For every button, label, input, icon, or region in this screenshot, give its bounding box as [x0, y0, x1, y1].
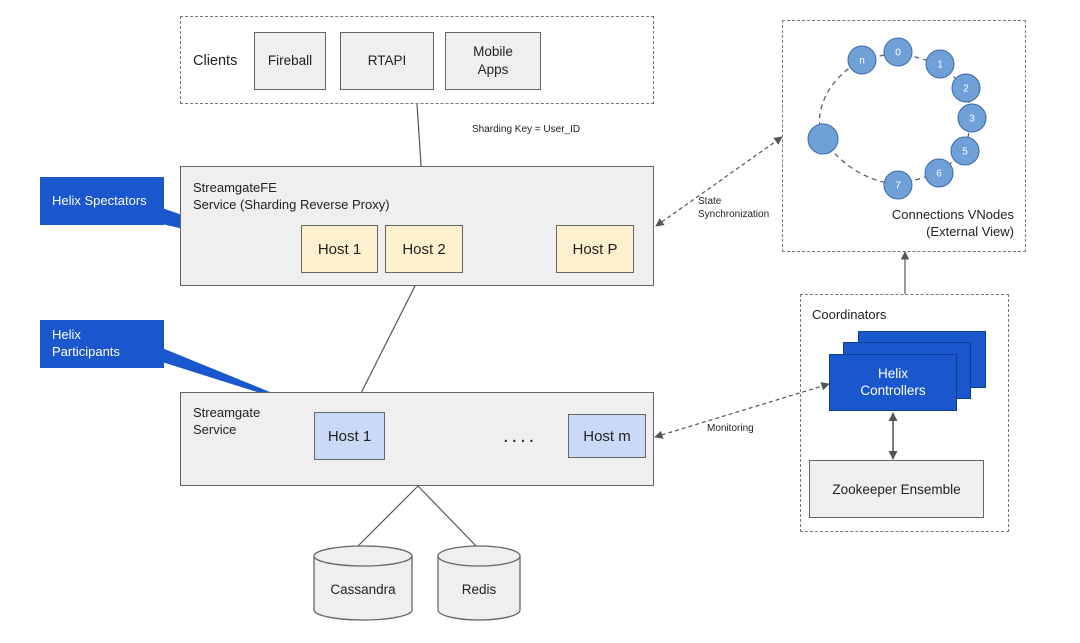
vnodes-group	[782, 20, 1026, 252]
cassandra-label: Cassandra	[330, 582, 396, 597]
vnode-circle	[950, 136, 980, 166]
vnode-label: 6	[936, 169, 942, 180]
vnode-circle	[807, 123, 839, 155]
vnode-label: 1	[937, 60, 943, 71]
zookeeper-ensemble: Zookeeper Ensemble	[809, 460, 984, 518]
vnodes-label-line2: (External View)	[926, 223, 1014, 239]
state-sync-line2: Synchronization	[698, 209, 770, 220]
client-fireball: Fireball	[254, 32, 326, 90]
participants-line1: Helix	[52, 327, 81, 343]
vnode-label: 7	[895, 181, 901, 192]
vnode-circle	[924, 158, 954, 188]
frontend-host-p: Host P	[556, 225, 634, 273]
helix-participants-callout: Helix Participants	[40, 320, 164, 368]
clients-label: Clients	[193, 53, 238, 69]
coordinators-group	[800, 294, 1009, 532]
vnode-circle	[957, 103, 987, 133]
backend-to-redis-line	[417, 485, 479, 549]
vnodes-label: Connections VNodes (External View)	[860, 207, 1014, 241]
helix-spectators-callout: Helix Spectators	[40, 177, 164, 225]
frontend-title-line1: StreamgateFE	[193, 180, 277, 195]
vnode-circle	[847, 45, 877, 75]
backend-to-cassandra-line	[355, 485, 419, 549]
backend-ellipsis: ....	[503, 425, 538, 447]
backend-title-line2: Service	[193, 421, 237, 437]
monitoring-label: Monitoring	[707, 423, 754, 434]
backend-title-line1: Streamgate	[193, 405, 261, 420]
cassandra-cylinder	[313, 545, 413, 621]
client-rtapi: RTAPI	[340, 32, 434, 90]
frontend-title-line2: Service (Sharding Reverse Proxy)	[193, 196, 390, 212]
controllers-line2: Controllers	[860, 382, 926, 398]
redis-label: Redis	[461, 582, 497, 597]
sharding-key-label: Sharding Key = User_ID	[472, 124, 581, 135]
vnode-label: n	[859, 56, 865, 67]
vnodes-label-line1: Connections VNodes	[891, 207, 1014, 222]
clients-group	[180, 16, 654, 104]
frontend-host-2: Host 2	[385, 225, 463, 273]
frontend-title: StreamgateFE Service (Sharding Reverse P…	[193, 180, 390, 214]
frontend-host-1: Host 1	[301, 225, 378, 273]
state-sync-label: State Synchronization	[698, 195, 769, 221]
client-mobile-apps: Mobile Apps	[445, 32, 541, 90]
coordinators-label: Coordinators	[812, 307, 887, 322]
helix-controllers: Helix Controllers	[829, 354, 957, 411]
vnode-label: 0	[895, 48, 901, 59]
backend-host-1: Host 1	[314, 412, 385, 460]
vnode-label: 3	[969, 114, 975, 125]
participants-line2: Participants	[52, 344, 120, 359]
backend-host-m: Host m	[568, 414, 646, 458]
backend-title: Streamgate Service	[193, 405, 260, 439]
vnode-circle	[951, 73, 981, 103]
vnode-circle	[925, 49, 955, 79]
controllers-line1: Helix	[877, 365, 908, 381]
frontend-to-backend-arrow	[351, 271, 423, 412]
state-sync-arrow	[655, 136, 783, 227]
monitoring-arrow	[654, 382, 830, 439]
vnode-circle	[883, 37, 913, 67]
vnode-label: 2	[963, 84, 969, 95]
redis-cylinder	[437, 545, 521, 621]
vnode-circle	[883, 170, 913, 200]
vnode-label: 5	[962, 147, 968, 158]
state-sync-line1: State	[698, 196, 722, 207]
